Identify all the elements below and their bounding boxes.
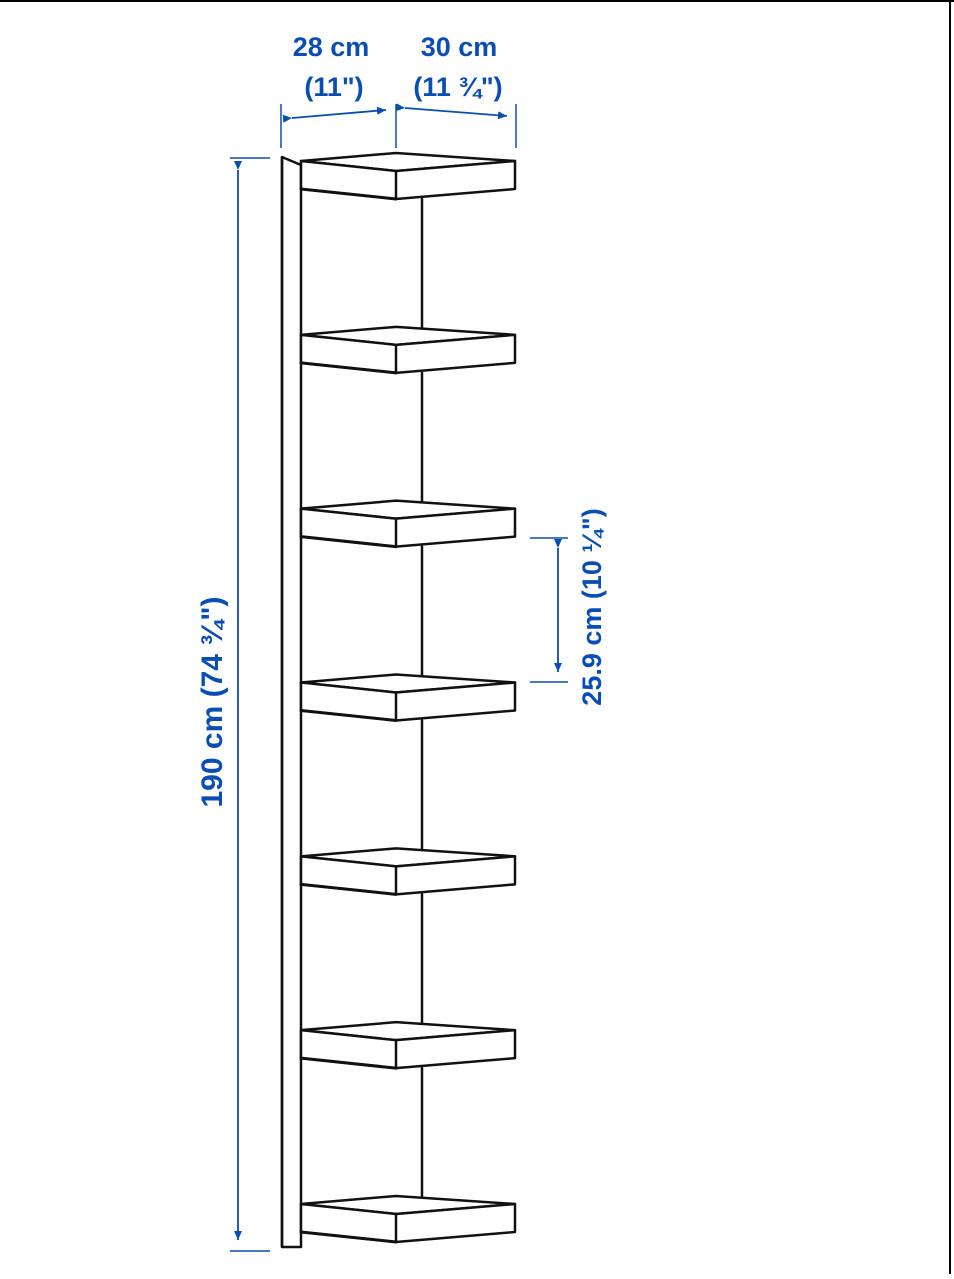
shelf-spacing-label: 25.9 cm (10 ¼")	[577, 508, 607, 705]
shelf-spacing-dimension: 25.9 cm (10 ¼")	[530, 508, 607, 706]
shelf	[299, 1020, 517, 1070]
width-right-metric: 30 cm	[421, 32, 498, 62]
shelves-group	[299, 151, 517, 1244]
shelf	[299, 1194, 517, 1244]
width-right-imperial: (11 ¾")	[413, 72, 502, 102]
width-dimension-right: 30 cm (11 ¾")	[395, 32, 517, 148]
shelf	[299, 847, 517, 896]
width-left-metric: 28 cm	[293, 32, 370, 62]
shelf	[299, 325, 517, 375]
right-border	[949, 0, 951, 1274]
shelf	[299, 499, 517, 549]
width-left-imperial: (11")	[304, 72, 363, 102]
top-border	[0, 0, 954, 2]
shelf	[299, 151, 517, 201]
shelf	[299, 673, 517, 722]
back-panel	[280, 155, 303, 1249]
width-dimension-left: 28 cm (11")	[280, 32, 397, 148]
height-label: 190 cm (74 ¾")	[196, 596, 229, 807]
height-dimension: 190 cm (74 ¾")	[196, 157, 270, 1252]
